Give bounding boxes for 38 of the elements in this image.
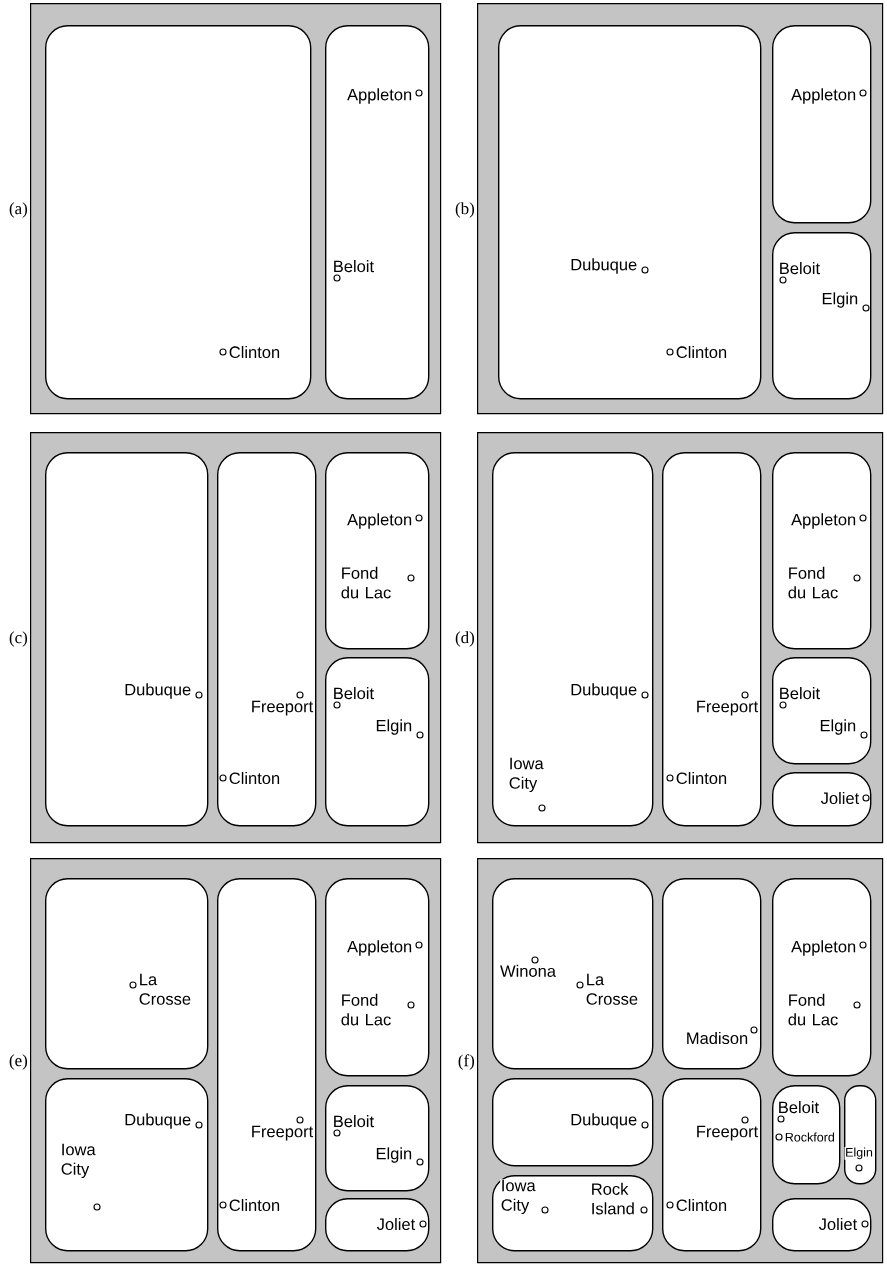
city-label: Madison	[685, 1031, 749, 1045]
panel-label: (e)	[9, 1054, 28, 1070]
city-label: Winona	[499, 964, 557, 978]
city-label: Beloit	[332, 1114, 375, 1128]
city-label: Clinton	[675, 345, 728, 359]
city-label: Iowa City	[508, 757, 555, 793]
city-label: Iowa City	[60, 1143, 107, 1179]
city-label: Freeport	[250, 1125, 314, 1142]
city-label: Iowa City	[500, 1179, 542, 1215]
city-label: Clinton	[228, 771, 281, 785]
city-label: La Crosse	[585, 973, 649, 1006]
city-label: Fond du Lac	[787, 566, 847, 599]
city-label: Clinton	[675, 1198, 728, 1212]
city-label: Beloit	[332, 259, 375, 273]
city-label: Beloit	[778, 261, 821, 275]
city-label: Fond du Lac	[340, 566, 400, 599]
city-label: Beloit	[778, 686, 821, 700]
city-label: Fond du Lac	[787, 993, 847, 1026]
panel-label: (d)	[455, 631, 475, 647]
city-label: Clinton	[228, 1198, 281, 1212]
city-label: Rockford	[784, 1131, 836, 1143]
city-label: La Crosse	[138, 973, 202, 1006]
panel-label: (c)	[9, 631, 28, 647]
panel-label: (f)	[458, 1054, 475, 1070]
city-label: Beloit	[777, 1100, 820, 1114]
city-label: Clinton	[675, 771, 728, 785]
city-label: Freeport	[695, 700, 759, 717]
panel-label: (b)	[455, 202, 475, 218]
city-label: Clinton	[228, 345, 281, 359]
city-label: Joliet	[376, 1217, 416, 1231]
panel-label: (a)	[9, 202, 28, 218]
city-label: Fond du Lac	[340, 993, 400, 1026]
city-label: Beloit	[332, 686, 375, 700]
city-label: Joliet	[820, 791, 860, 805]
city-label: Freeport	[250, 700, 314, 717]
city-label: Joliet	[818, 1217, 858, 1231]
city-label: Freeport	[695, 1125, 759, 1142]
city-label: Rock Island	[590, 1182, 640, 1216]
